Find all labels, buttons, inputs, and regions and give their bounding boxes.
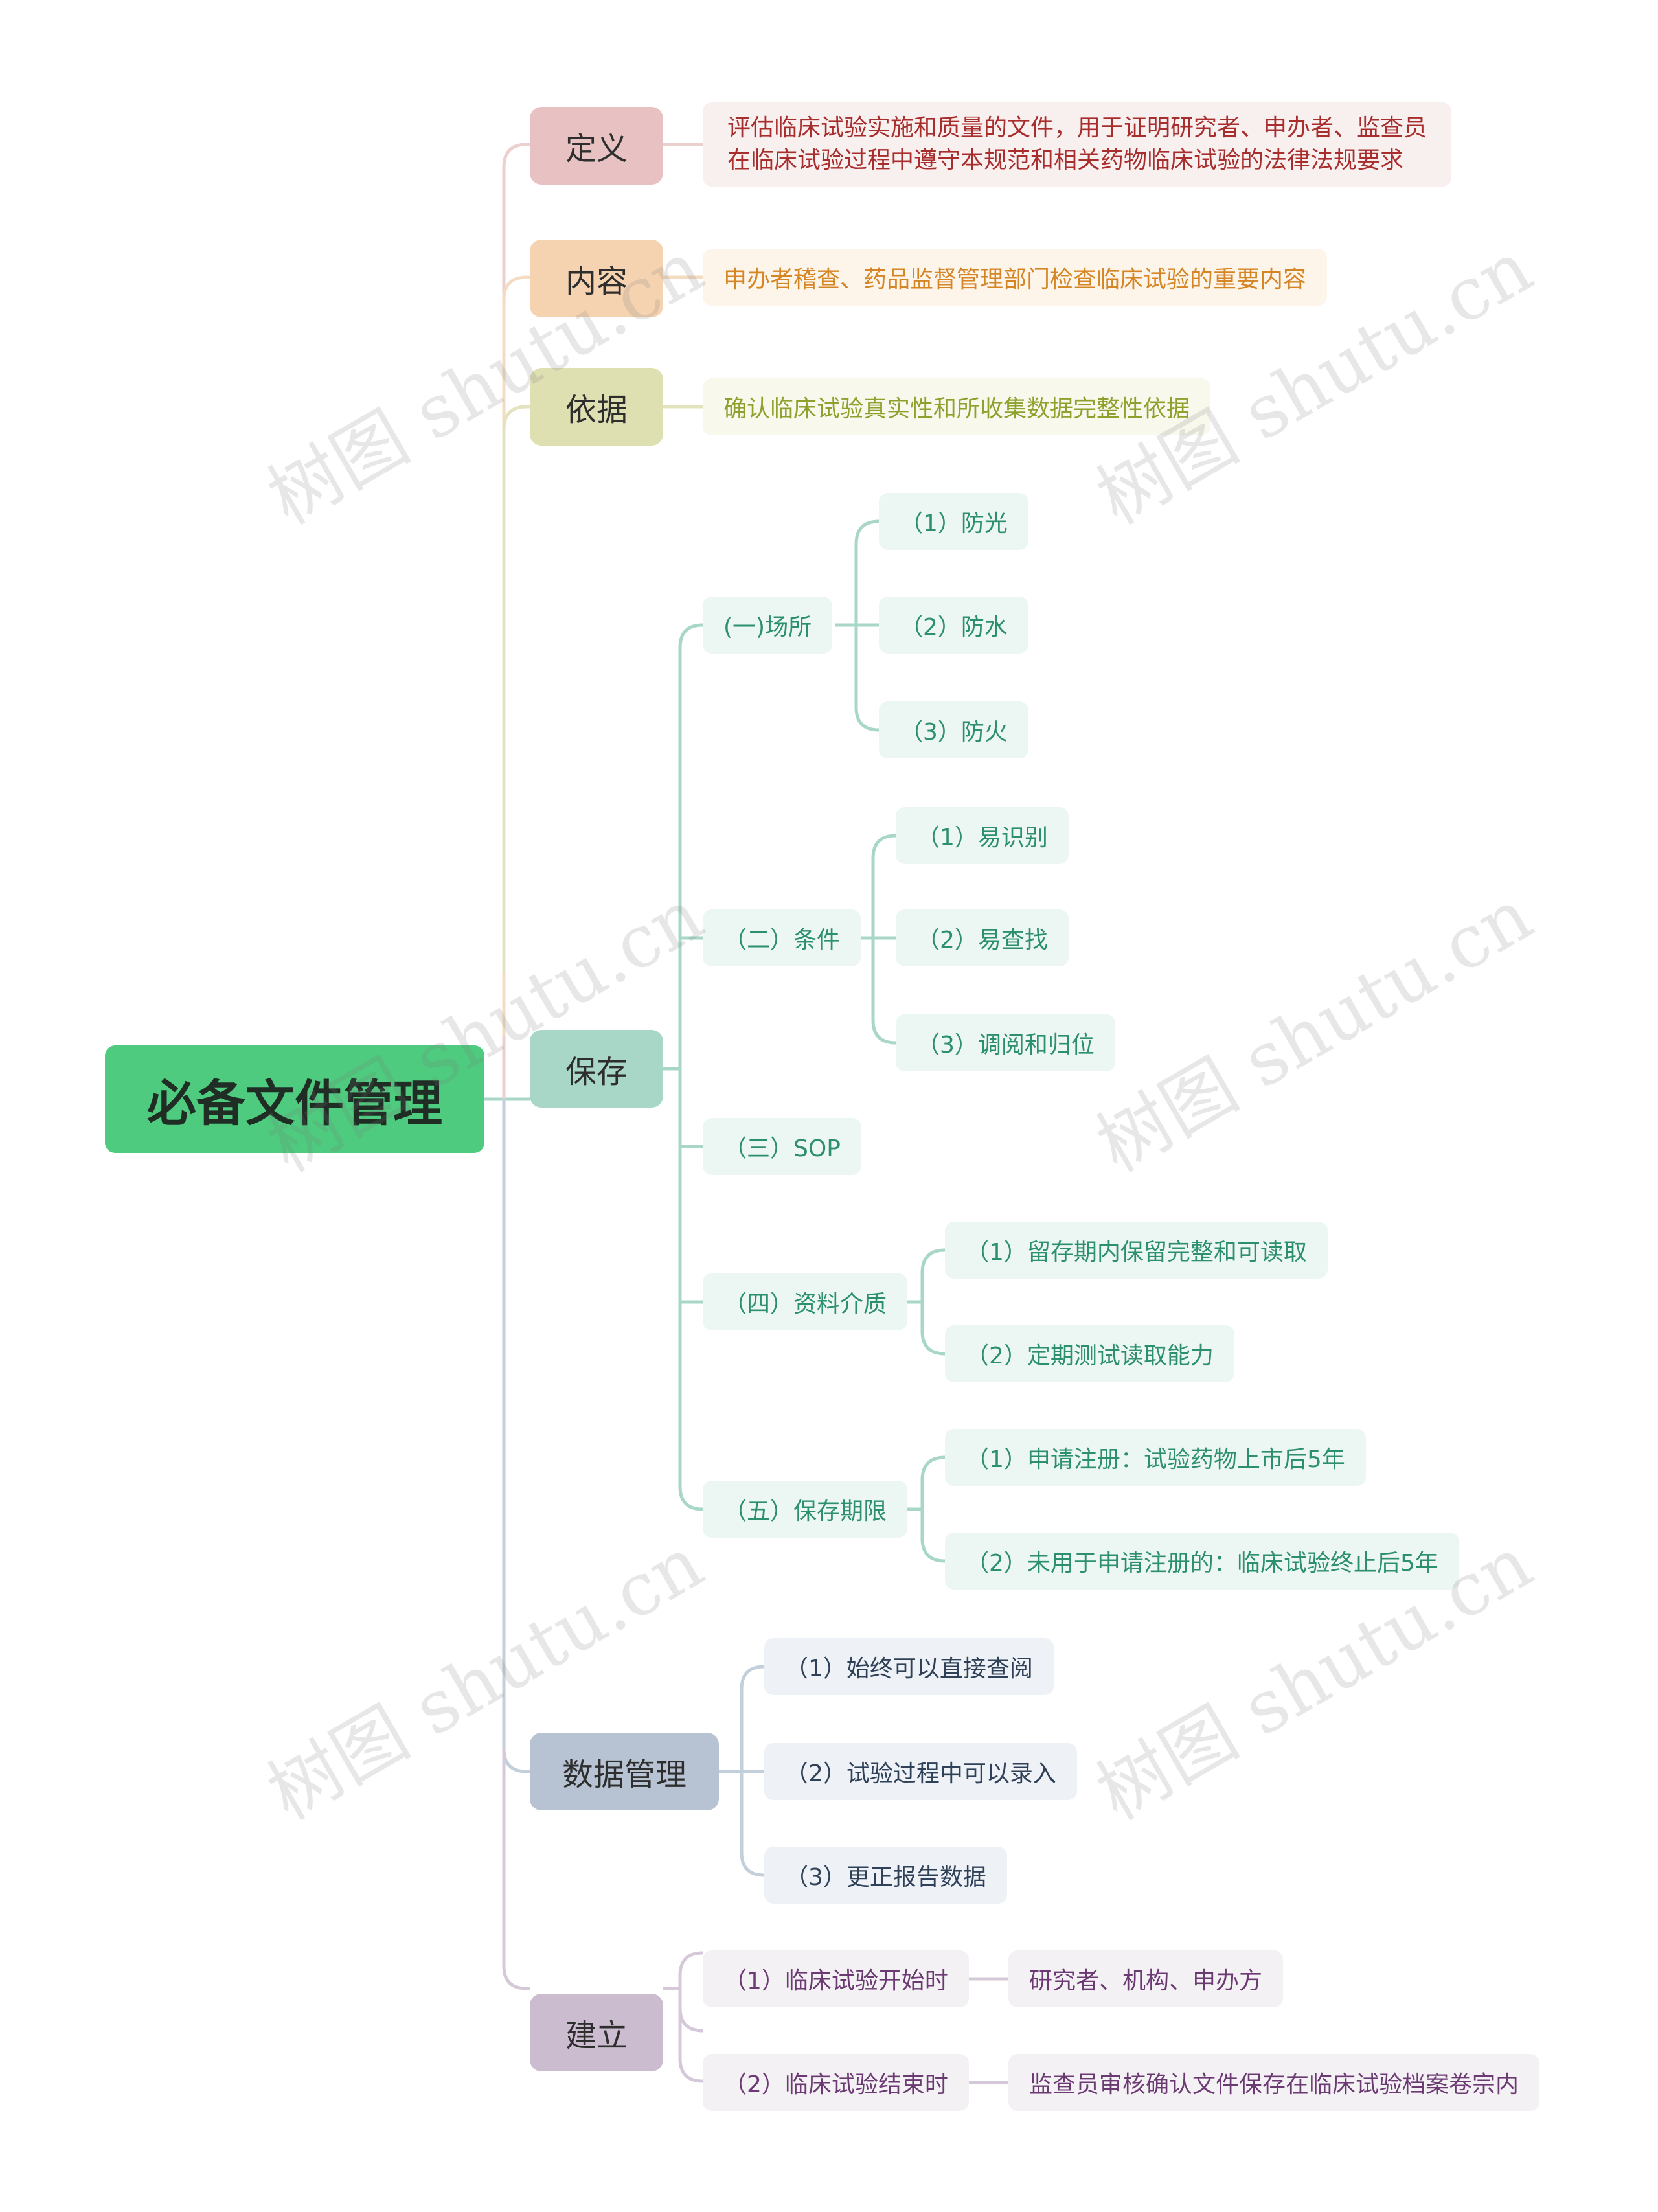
storage-condition-item[interactable]: （1）易识别 (896, 807, 1069, 864)
data-item[interactable]: （1）始终可以直接查阅 (764, 1638, 1054, 1695)
storage-place[interactable]: (一)场所 (703, 597, 833, 654)
topic-definition[interactable]: 定义 (530, 107, 663, 185)
establish-end[interactable]: （2）临床试验结束时 (703, 2054, 969, 2111)
storage-place-item[interactable]: （2）防水 (879, 597, 1028, 654)
topic-data-management[interactable]: 数据管理 (530, 1733, 719, 1810)
storage-place-item[interactable]: （3）防火 (879, 701, 1028, 758)
storage-period[interactable]: （五）保存期限 (703, 1481, 908, 1538)
storage-period-item[interactable]: （1）申请注册：试验药物上市后5年 (945, 1429, 1366, 1486)
content-detail[interactable]: 申办者稽查、药品监督管理部门检查临床试验的重要内容 (703, 249, 1328, 306)
topic-establish[interactable]: 建立 (530, 1994, 663, 2071)
basis-detail[interactable]: 确认临床试验真实性和所收集数据完整性依据 (703, 378, 1211, 435)
storage-condition[interactable]: （二）条件 (703, 909, 861, 966)
storage-medium[interactable]: （四）资料介质 (703, 1273, 908, 1330)
topic-storage[interactable]: 保存 (530, 1030, 663, 1108)
establish-end-detail[interactable]: 监查员审核确认文件保存在临床试验档案卷宗内 (1008, 2054, 1540, 2111)
storage-condition-item[interactable]: （2）易查找 (896, 909, 1069, 966)
topic-basis[interactable]: 依据 (530, 368, 663, 446)
storage-place-item[interactable]: （1）防光 (879, 493, 1028, 550)
storage-condition-item[interactable]: （3）调阅和归位 (896, 1014, 1115, 1071)
storage-medium-item[interactable]: （1）留存期内保留完整和可读取 (945, 1222, 1328, 1279)
topic-content[interactable]: 内容 (530, 240, 663, 317)
root-topic[interactable]: 必备文件管理 (105, 1045, 484, 1153)
definition-line-2: 在临床试验过程中遵守本规范和相关药物临床试验的法律法规要求 (727, 147, 1404, 174)
line-to-dingyi (502, 143, 530, 1099)
storage-medium-item[interactable]: （2）定期测试读取能力 (945, 1325, 1234, 1382)
storage-sop[interactable]: （三）SOP (703, 1118, 861, 1175)
definition-detail[interactable]: 评估临床试验实施和质量的文件，用于证明研究者、申办者、监查员 在临床试验过程中遵… (703, 102, 1452, 187)
line-to-neirong (502, 275, 530, 1036)
line-to-yiju (502, 405, 530, 972)
establish-start[interactable]: （1）临床试验开始时 (703, 1950, 969, 2007)
establish-start-detail[interactable]: 研究者、机构、申办方 (1008, 1950, 1284, 2007)
storage-period-item[interactable]: （2）未用于申请注册的：临床试验终止后5年 (945, 1533, 1459, 1590)
data-item[interactable]: （3）更正报告数据 (764, 1847, 1007, 1904)
line-to-jianli (502, 1749, 530, 1990)
line-to-shuju (502, 1099, 530, 1773)
definition-line-1: 评估临床试验实施和质量的文件，用于证明研究者、申办者、监查员 (727, 115, 1427, 141)
data-item[interactable]: （2）试验过程中可以录入 (764, 1743, 1077, 1800)
